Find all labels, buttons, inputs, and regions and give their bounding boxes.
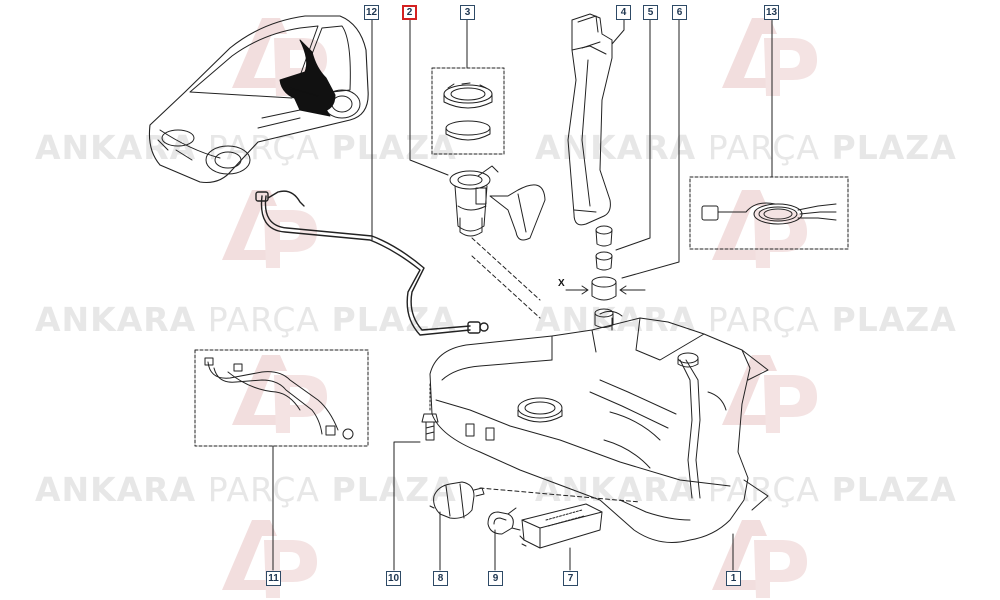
- callout-13[interactable]: 13: [764, 5, 779, 20]
- callout-11[interactable]: 11: [266, 571, 281, 586]
- watermark-row-3: ANKARA PARÇA PLAZA: [35, 300, 457, 339]
- callout-8[interactable]: 8: [433, 571, 448, 586]
- harness-box-13: [689, 176, 849, 250]
- watermark-row-6: ANKARA PARÇA PLAZA: [535, 470, 957, 509]
- callout-9[interactable]: 9: [488, 571, 503, 586]
- watermark-word-parca: PARÇA: [207, 128, 321, 167]
- callout-5[interactable]: 5: [643, 5, 658, 20]
- watermark-word-ankara: ANKARA: [535, 300, 697, 339]
- watermark-row-2: ANKARA PARÇA PLAZA: [535, 128, 957, 167]
- leader-line-4: [611, 19, 625, 45]
- watermark-word-parca: PARÇA: [207, 300, 321, 339]
- canister-7: [519, 503, 603, 549]
- ring-seal-box-3: [431, 67, 505, 155]
- callout-12[interactable]: 12: [364, 5, 379, 20]
- watermark-word-plaza: PLAZA: [831, 128, 957, 167]
- pipe-12: [255, 190, 489, 336]
- watermark-word-plaza: PLAZA: [831, 470, 957, 509]
- watermark-logo: [722, 18, 817, 96]
- callout-7[interactable]: 7: [563, 571, 578, 586]
- watermark-word-parca: PARÇA: [207, 470, 321, 509]
- watermark-word-parca: PARÇA: [707, 300, 821, 339]
- watermark-word-ankara: ANKARA: [35, 470, 197, 509]
- callout-6[interactable]: 6: [672, 5, 687, 20]
- watermark-row-4: ANKARA PARÇA PLAZA: [535, 300, 957, 339]
- watermark-word-ankara: ANKARA: [35, 128, 197, 167]
- callout-4[interactable]: 4: [616, 5, 631, 20]
- callout-2[interactable]: 2: [402, 5, 417, 20]
- watermark-word-ankara: ANKARA: [35, 300, 197, 339]
- leader-line-5: [615, 19, 651, 251]
- dimension-label-x: X: [558, 278, 565, 289]
- watermark-word-parca: PARÇA: [707, 470, 821, 509]
- leader-line-6: [621, 19, 680, 279]
- pipe-box-11: [194, 349, 369, 447]
- bolt-10: [421, 383, 439, 441]
- watermark-row-1: ANKARA PARÇA PLAZA: [35, 128, 457, 167]
- callout-10[interactable]: 10: [386, 571, 401, 586]
- clip-9: [487, 507, 521, 535]
- watermark-word-plaza: PLAZA: [331, 300, 457, 339]
- watermark-word-plaza: PLAZA: [831, 300, 957, 339]
- watermark-logo: [222, 520, 317, 598]
- dashed-guide-pump-2: [471, 255, 541, 319]
- watermark-word-ankara: ANKARA: [535, 128, 697, 167]
- watermark-logo: [712, 190, 807, 268]
- fuel-filter-8: [429, 481, 485, 519]
- filler-neck-4: [567, 13, 613, 226]
- fuel-pump-assembly-2: [449, 165, 546, 241]
- watermark-logo: [712, 520, 807, 598]
- dashed-guide-filter: [479, 487, 641, 503]
- watermark-word-parca: PARÇA: [707, 128, 821, 167]
- callout-3[interactable]: 3: [460, 5, 475, 20]
- watermark-logo: [722, 355, 817, 433]
- fuel-tank-1: [429, 310, 769, 543]
- callout-1[interactable]: 1: [726, 571, 741, 586]
- leader-line-2: [409, 19, 449, 176]
- dimension-arrows: [565, 285, 646, 295]
- leader-line-10: [393, 441, 421, 571]
- car-illustration: [148, 15, 369, 184]
- watermark-row-5: ANKARA PARÇA PLAZA: [35, 470, 457, 509]
- watermark-word-plaza: PLAZA: [331, 128, 457, 167]
- watermark-logo: [232, 355, 327, 433]
- dashed-guide-pump: [471, 237, 541, 301]
